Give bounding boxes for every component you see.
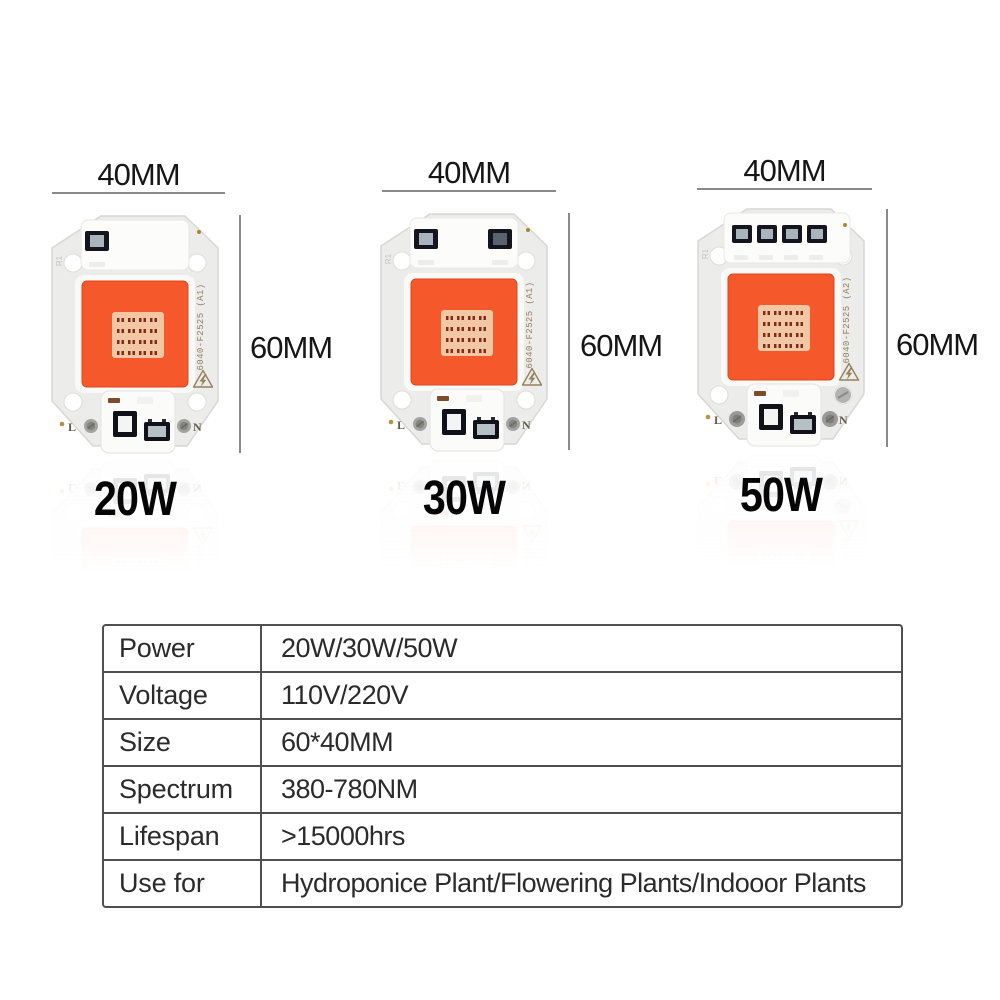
driver-circuit-block	[100, 390, 176, 454]
spec-value: 60*40MM	[281, 727, 394, 757]
led-dot-grid	[117, 318, 161, 355]
driver-circuit-block	[429, 388, 505, 452]
spec-label: Lifespan	[104, 814, 262, 859]
spec-row-voltage: Voltage 110V/220V	[104, 671, 901, 718]
terminal-n-label: N	[193, 420, 202, 434]
height-dimension-label: 60MM	[896, 327, 979, 362]
gold-via-dot	[526, 228, 530, 232]
terminal-n-label: N	[839, 413, 848, 427]
width-dimension-label: 40MM	[743, 153, 826, 188]
terminal-l-label: L	[714, 413, 722, 427]
input-circuit-block	[80, 219, 190, 271]
gold-via-dot	[705, 414, 711, 420]
screw	[835, 387, 851, 403]
height-dimension-line	[239, 215, 241, 453]
chip-photo-30w: 6040-F2525 (A1)	[380, 213, 548, 698]
svg-text:R1: R1	[55, 649, 64, 660]
solder-pads	[84, 419, 191, 433]
chip-svg-30w: 6040-F2525 (A1)	[380, 213, 548, 452]
spec-value: 380-780NM	[281, 774, 418, 804]
terminal-l-label: L	[68, 420, 76, 434]
spec-value: 110V/220V	[281, 680, 409, 710]
chip-svg-20w: 6040-F2525 (A1)	[51, 215, 219, 454]
spec-row-lifespan: Lifespan >15000hrs	[104, 812, 901, 859]
chip-photo-20w: 6040-F2525 (A1)	[51, 215, 219, 700]
spec-label: Power	[104, 626, 262, 671]
height-dimension-label: 60MM	[580, 328, 663, 363]
width-dimension-line	[697, 188, 872, 190]
spec-label: Size	[104, 720, 262, 765]
input-circuit-block	[409, 217, 519, 269]
width-dimension-label: 40MM	[97, 157, 180, 192]
wattage-label-20w: 20W	[93, 473, 177, 526]
spec-value: Hydroponice Plant/Flowering Plants/Indoo…	[281, 868, 866, 898]
driver-circuit-block	[746, 383, 822, 447]
high-voltage-icon	[838, 362, 860, 381]
gold-via-dot	[843, 223, 847, 227]
chip-photo-50w: 6040-F2525 (A2)	[697, 208, 865, 693]
width-dimension-label: 40MM	[427, 155, 511, 190]
led-grid-area	[441, 310, 493, 356]
led-grid-area	[112, 312, 164, 358]
spec-value: >15000hrs	[281, 821, 405, 851]
chip-svg-50w: 6040-F2525 (A2)	[697, 208, 865, 447]
input-circuit-block	[723, 212, 851, 264]
wattage-label-30w: 30W	[422, 472, 506, 525]
led-grid-area	[758, 305, 810, 351]
height-dimension-line	[886, 209, 888, 447]
corner-marking: R1	[701, 248, 710, 259]
spec-row-power: Power 20W/30W/50W	[104, 626, 901, 671]
solder-pads	[413, 417, 520, 431]
width-dimension-line	[52, 192, 225, 194]
spec-row-use-for: Use for Hydroponice Plant/Flowering Plan…	[104, 859, 901, 906]
terminal-l-label: L	[397, 418, 405, 432]
side-marking-text: 6040-F2525 (A2)	[842, 276, 852, 363]
height-dimension-line	[568, 213, 570, 450]
spec-label: Use for	[104, 861, 262, 906]
svg-text:6040-F2525 (A1): 6040-F2525 (A1)	[525, 542, 535, 629]
spec-label: Spectrum	[104, 767, 262, 812]
mounting-holes	[392, 251, 536, 410]
high-voltage-icon	[521, 367, 543, 386]
spec-label: Voltage	[104, 673, 262, 718]
height-dimension-label: 60MM	[250, 330, 333, 365]
led-dot-grid	[763, 311, 807, 348]
high-voltage-icon	[192, 369, 214, 388]
spec-table: Power 20W/30W/50W Voltage 110V/220V Size…	[102, 624, 903, 908]
spec-row-size: Size 60*40MM	[104, 718, 901, 765]
mounting-holes	[63, 253, 207, 412]
terminal-n-label: N	[522, 418, 531, 432]
svg-text:6040-F2525 (A1): 6040-F2525 (A1)	[196, 544, 206, 631]
gold-via-dot	[59, 421, 65, 427]
gold-via-dot	[388, 419, 394, 425]
width-dimension-line	[382, 190, 556, 192]
side-marking-text: 6040-F2525 (A1)	[196, 283, 206, 370]
side-marking-text: 6040-F2525 (A1)	[525, 281, 535, 368]
spec-value: 20W/30W/50W	[281, 633, 458, 663]
led-dot-grid	[446, 316, 490, 353]
wattage-label-50w: 50W	[739, 469, 823, 522]
spec-row-spectrum: Spectrum 380-780NM	[104, 765, 901, 812]
gold-via-dot	[197, 230, 201, 234]
solder-pads	[729, 411, 838, 427]
svg-text:6040-F2525 (A2): 6040-F2525 (A2)	[842, 537, 852, 624]
corner-marking: R1	[55, 255, 64, 266]
corner-marking: R1	[384, 253, 393, 264]
